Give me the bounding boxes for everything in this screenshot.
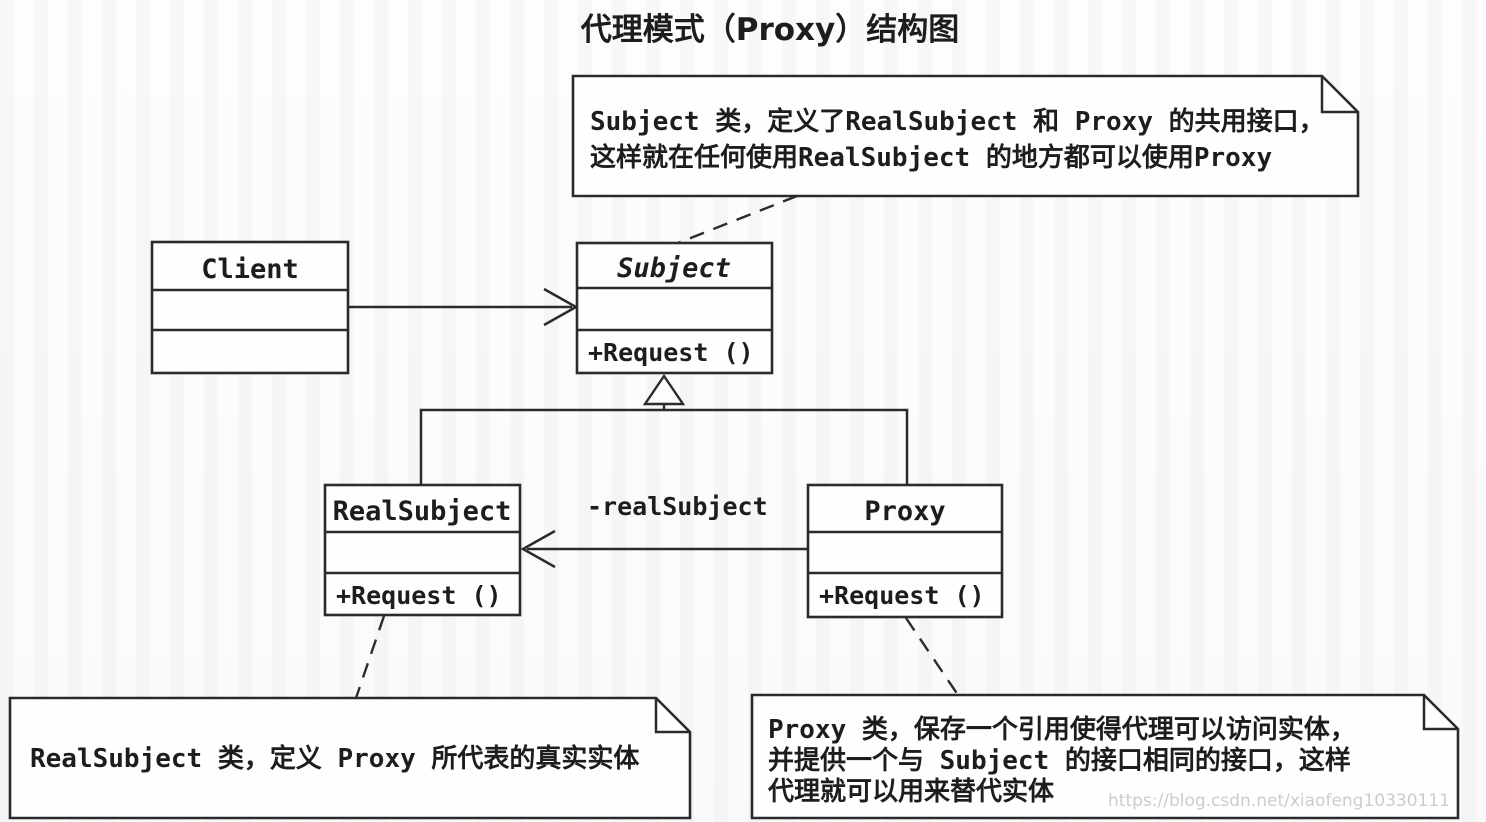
client-subject-arrow [348,287,579,327]
class-subject: Subject +Request () [575,241,774,375]
class-proxy: Proxy +Request () [806,483,1004,619]
proxy-note: Proxy 类，保存一个引用使得代理可以访问实体， 并提供一个与 Subject… [750,693,1460,820]
client-name: Client [201,254,299,285]
client-box [150,240,350,375]
proxy-note-shape [750,693,1460,820]
subject-name: Subject [617,253,731,284]
real-subject-note-link [354,615,386,699]
subject-note-line1: Subject 类，定义了RealSubject 和 Proxy 的共用接口， [590,106,1325,137]
subject-note: Subject 类，定义了RealSubject 和 Proxy 的共用接口， … [571,74,1360,198]
real-subject-name: RealSubject [333,496,512,527]
open-arrowhead-icon [543,287,579,327]
generalization-edges [419,373,909,485]
watermark: https://blog.csdn.net/xiaofeng10330111 [1108,791,1450,811]
real-subject-box [323,483,522,617]
open-arrowhead-icon [520,529,556,569]
real-subject-operation: +Request () [336,581,502,610]
proxy-name: Proxy [864,496,945,527]
real-subject-note: RealSubject 类，定义 Proxy 所代表的真实实体 [8,696,692,820]
proxy-note-line2: 并提供一个与 Subject 的接口相同的接口，这样 [768,745,1351,776]
class-client: Client [150,240,350,375]
real-subject-note-shape [8,696,692,820]
proxy-note-link [905,617,959,696]
real-subject-note-line1: RealSubject 类，定义 Proxy 所代表的真实实体 [30,743,640,774]
proxy-realsubject-association: -realSubject [520,492,808,569]
subject-box [575,241,774,375]
diagram-title: 代理模式（Proxy）结构图 [580,12,960,48]
inheritance-triangle-icon [642,373,686,406]
proxy-note-fold-icon [1422,695,1458,731]
subject-operation: +Request () [588,338,754,367]
subject-note-line2: 这样就在任何使用RealSubject 的地方都可以使用Proxy [590,142,1272,173]
subject-note-fold-icon [1320,76,1358,114]
inheritance-connector [419,408,909,485]
proxy-box [806,483,1004,619]
real-subject-note-fold-icon [654,698,690,734]
subject-note-shape [571,74,1360,198]
association-label: -realSubject [587,492,768,521]
class-real-subject: RealSubject +Request () [323,483,522,617]
proxy-note-line3: 代理就可以用来替代实体 [767,776,1055,807]
proxy-note-line1: Proxy 类，保存一个引用使得代理可以访问实体， [768,714,1356,745]
proxy-operation: +Request () [819,581,985,610]
subject-note-link [677,194,798,245]
